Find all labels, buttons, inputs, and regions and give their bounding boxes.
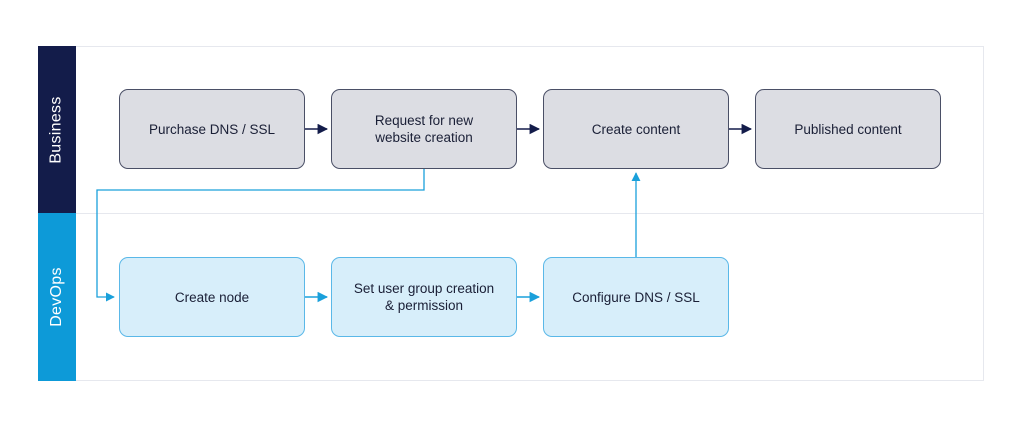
node-label: Create node — [174, 289, 250, 305]
node-set-user-group: Set user group creation & permission — [331, 257, 517, 337]
node-label: Create content — [591, 121, 681, 137]
node-purchase-dns-ssl: Purchase DNS / SSL — [119, 89, 305, 169]
node-label: Request for new website creation — [374, 113, 474, 145]
node-published-content: Published content — [755, 89, 941, 169]
devops-lane-header: DevOps — [38, 213, 76, 381]
node-label: Configure DNS / SSL — [572, 289, 700, 305]
node-create-content: Create content — [543, 89, 729, 169]
node-create-node: Create node — [119, 257, 305, 337]
node-label: Set user group creation & permission — [353, 281, 495, 313]
node-label: Published content — [794, 121, 902, 137]
business-lane-header: Business — [38, 46, 76, 214]
node-request-new-website: Request for new website creation — [331, 89, 517, 169]
node-label: Purchase DNS / SSL — [148, 121, 276, 137]
node-configure-dns-ssl: Configure DNS / SSL — [543, 257, 729, 337]
